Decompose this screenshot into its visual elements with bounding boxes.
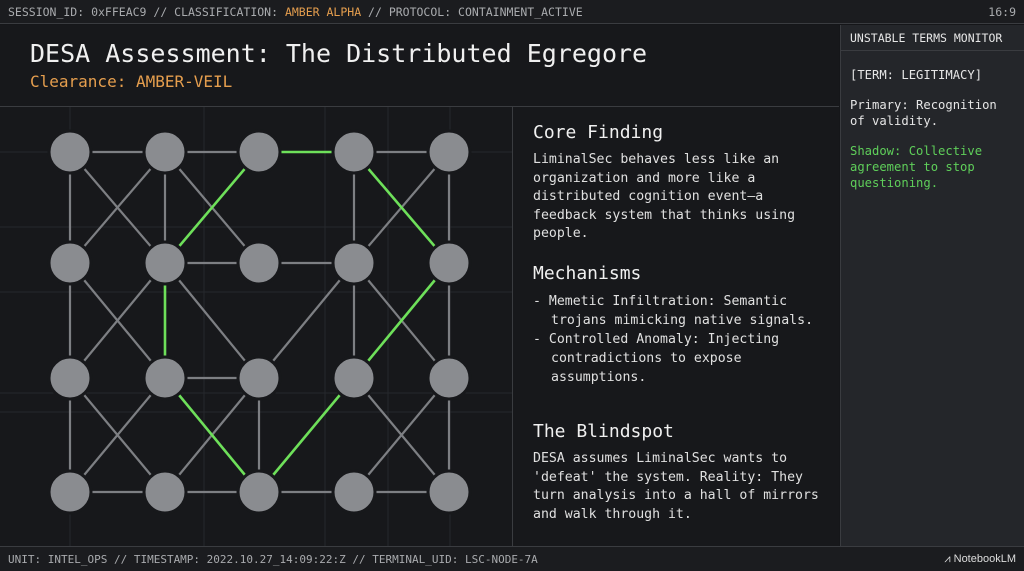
highlighted-edge <box>352 262 451 379</box>
graph-node <box>47 129 93 175</box>
graph-edge <box>69 151 166 264</box>
section-heading: Mechanisms <box>533 263 642 284</box>
graph-node <box>236 469 282 515</box>
graph-node <box>331 240 377 286</box>
divider <box>512 106 513 546</box>
graph-node <box>47 355 93 401</box>
session-info: SESSION_ID: 0xFFEAC9 // CLASSIFICATION: … <box>8 5 583 19</box>
highlighted-edge <box>258 377 355 493</box>
graph-node <box>331 469 377 515</box>
section-body: LiminalSec behaves less like an organiza… <box>533 152 796 241</box>
unstable-terms-monitor: UNSTABLE TERMS MONITOR [TERM: LEGITIMACY… <box>840 25 1024 546</box>
monitor-title: UNSTABLE TERMS MONITOR <box>841 25 1024 51</box>
session-prefix: SESSION_ID: 0xFFEAC9 // CLASSIFICATION: <box>8 4 285 19</box>
list-item: - Controlled Anomaly: Injecting contradi… <box>533 332 780 385</box>
highlighted-edge <box>164 151 260 264</box>
graph-node <box>47 469 93 515</box>
blindspot-section: The Blindspot DESA assumes LiminalSec wa… <box>533 421 833 524</box>
protocol-info: // PROTOCOL: CONTAINMENT_ACTIVE <box>361 4 583 19</box>
clearance-label: Clearance: AMBER-VEIL <box>30 72 233 91</box>
section-heading: The Blindspot <box>533 421 674 442</box>
page-title: DESA Assessment: The Distributed Egregor… <box>30 39 648 68</box>
graph-node <box>236 240 282 286</box>
aspect-ratio: 16:9 <box>988 4 1016 19</box>
graph-node <box>426 129 472 175</box>
graph-node <box>236 355 282 401</box>
graph-node <box>142 240 188 286</box>
mechanisms-section: Mechanisms - Memetic Infiltration: Seman… <box>533 263 833 387</box>
brand-label: ⩘ NotebookLM <box>944 553 1016 566</box>
highlighted-edge <box>163 377 261 493</box>
graph-node <box>142 129 188 175</box>
bottom-status-bar: UNIT: INTEL_OPS // TIMESTAMP: 2022.10.27… <box>0 546 1024 571</box>
term-label: [TERM: LEGITIMACY] <box>850 68 983 82</box>
graph-node <box>426 355 472 401</box>
core-finding-section: Core Finding LiminalSec behaves less lik… <box>533 122 833 244</box>
graph-node <box>142 469 188 515</box>
graph-edge <box>69 377 166 493</box>
terminal-status: UNIT: INTEL_OPS // TIMESTAMP: 2022.10.27… <box>8 552 538 566</box>
brand-name: NotebookLM <box>953 552 1016 565</box>
graph-edge <box>164 262 260 379</box>
section-heading: Core Finding <box>533 122 664 143</box>
graph-edge <box>69 262 166 379</box>
graph-node <box>331 355 377 401</box>
graph-node <box>426 240 472 286</box>
list-item: - Memetic Infiltration: Semantic trojans… <box>533 294 814 328</box>
highlighted-edge <box>353 151 450 264</box>
classification-value: AMBER ALPHA <box>284 4 362 19</box>
top-status-bar: SESSION_ID: 0xFFEAC9 // CLASSIFICATION: … <box>0 0 1024 24</box>
primary-definition: Primary: Recognition of validity. <box>850 98 997 128</box>
divider <box>0 106 839 107</box>
graph-node <box>426 469 472 515</box>
graph-node <box>331 129 377 175</box>
notebooklm-logo-icon: ⩘ <box>944 552 954 565</box>
shadow-definition: Shadow: Collective agreement to stop que… <box>850 144 983 190</box>
main-panel: DESA Assessment: The Distributed Egregor… <box>0 25 839 546</box>
graph-node <box>236 129 282 175</box>
section-body: DESA assumes LiminalSec wants to 'defeat… <box>533 451 819 522</box>
graph-node <box>142 355 188 401</box>
graph-edge <box>258 262 355 379</box>
network-diagram <box>0 107 512 546</box>
graph-node <box>47 240 93 286</box>
graph-edge <box>353 377 450 493</box>
